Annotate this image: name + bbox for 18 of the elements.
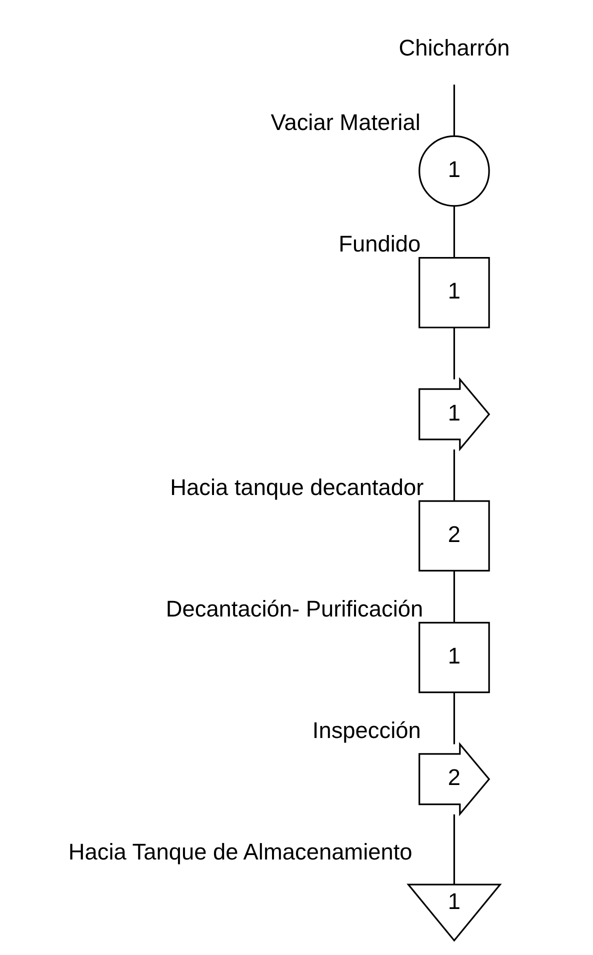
node-box: 1 (418, 256, 490, 328)
node-label: Inspección (312, 717, 420, 744)
connector (452, 814, 455, 884)
node-circle: 1 (418, 135, 490, 207)
connector (452, 206, 455, 258)
connector (452, 84, 455, 136)
node-box: 2 (418, 500, 490, 572)
node-label: Hacia Tanque de Almacenamiento (68, 838, 412, 865)
node-text: Chicharrón (398, 34, 510, 60)
node-label: Hacia tanque decantador (170, 474, 424, 500)
connector (452, 449, 455, 501)
node-label: Fundido (338, 230, 420, 257)
node-label: Decantación- Purificación (165, 595, 423, 622)
node-box: 1 (418, 622, 490, 694)
connector (452, 692, 455, 744)
connector (452, 328, 455, 380)
node-label: Vaciar Material (270, 108, 420, 135)
connector (452, 571, 455, 623)
